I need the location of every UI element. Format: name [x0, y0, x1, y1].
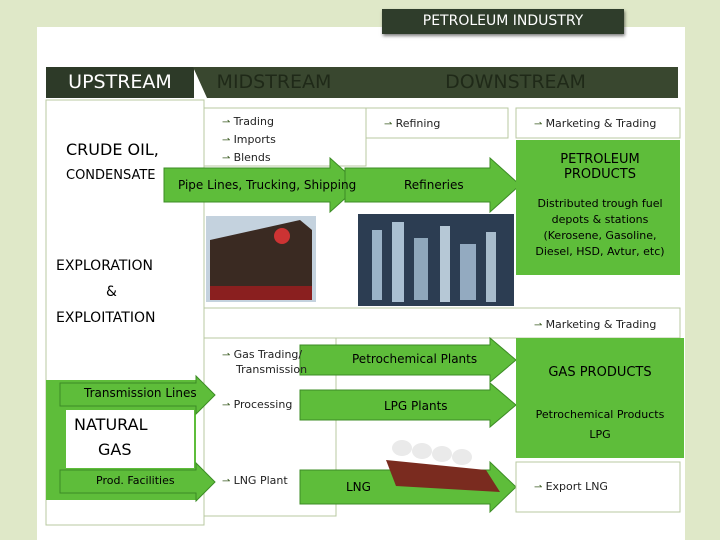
bullet-icon: ⇀ [534, 119, 546, 130]
lng-plant-label: ⇀ LNG Plant [222, 474, 288, 487]
list-item: ⇀ Imports [222, 131, 276, 149]
bullet-icon: ⇀ [534, 482, 546, 493]
bullet-icon: ⇀ [222, 117, 234, 128]
distribution-text: Distributed trough fuel depots & station… [520, 196, 680, 260]
pipeline-label: Pipe Lines, Trucking, Shipping [178, 178, 356, 192]
bullet-icon: ⇀ [222, 350, 234, 361]
midstream-oil-list: ⇀ Trading ⇀ Imports ⇀ Blends [222, 113, 276, 167]
condensate-label: CONDENSATE [66, 168, 156, 183]
petrochemical-plants-label: Petrochemical Plants [352, 352, 477, 366]
bullet-icon: ⇀ [222, 135, 234, 146]
processing-label: ⇀ Processing [222, 398, 292, 411]
lpg-plants-label: LPG Plants [384, 399, 448, 413]
gas-trading-label: ⇀ Gas Trading/ Transmission [222, 348, 307, 377]
tanker-image [206, 216, 316, 302]
crude-oil-label: CRUDE OIL, [66, 140, 159, 159]
refining-label: ⇀ Refining [384, 117, 440, 130]
bullet-icon: ⇀ [534, 320, 546, 331]
ampersand-label: & [106, 284, 117, 300]
natural-gas-label-1: NATURAL [74, 415, 147, 434]
lng-label: LNG [346, 480, 371, 494]
bullet-icon: ⇀ [222, 153, 234, 164]
petroleum-products-label: PETROLEUM PRODUCTS [520, 152, 680, 182]
bullet-icon: ⇀ [222, 476, 234, 487]
list-item: ⇀ Blends [222, 149, 276, 167]
prod-facilities-label: Prod. Facilities [96, 474, 175, 487]
exploitation-label: EXPLOITATION [56, 310, 155, 326]
export-lng-label: ⇀ Export LNG [534, 480, 608, 493]
bullet-icon: ⇀ [384, 119, 396, 130]
refinery-image [358, 214, 514, 306]
marketing-trading-label: ⇀ Marketing & Trading [534, 117, 656, 130]
refineries-label: Refineries [404, 178, 464, 192]
natural-gas-label-2: GAS [98, 440, 132, 459]
lng-carrier-image [386, 440, 500, 492]
transmission-lines-label: Transmission Lines [84, 386, 197, 400]
list-item: ⇀ Trading [222, 113, 276, 131]
gas-products-label: GAS PRODUCTS [520, 365, 680, 380]
gas-marketing-label: ⇀ Marketing & Trading [534, 318, 656, 331]
gas-products-list: Petrochemical Products LPG [520, 405, 680, 445]
exploration-label: EXPLORATION [56, 258, 153, 274]
bullet-icon: ⇀ [222, 400, 234, 411]
